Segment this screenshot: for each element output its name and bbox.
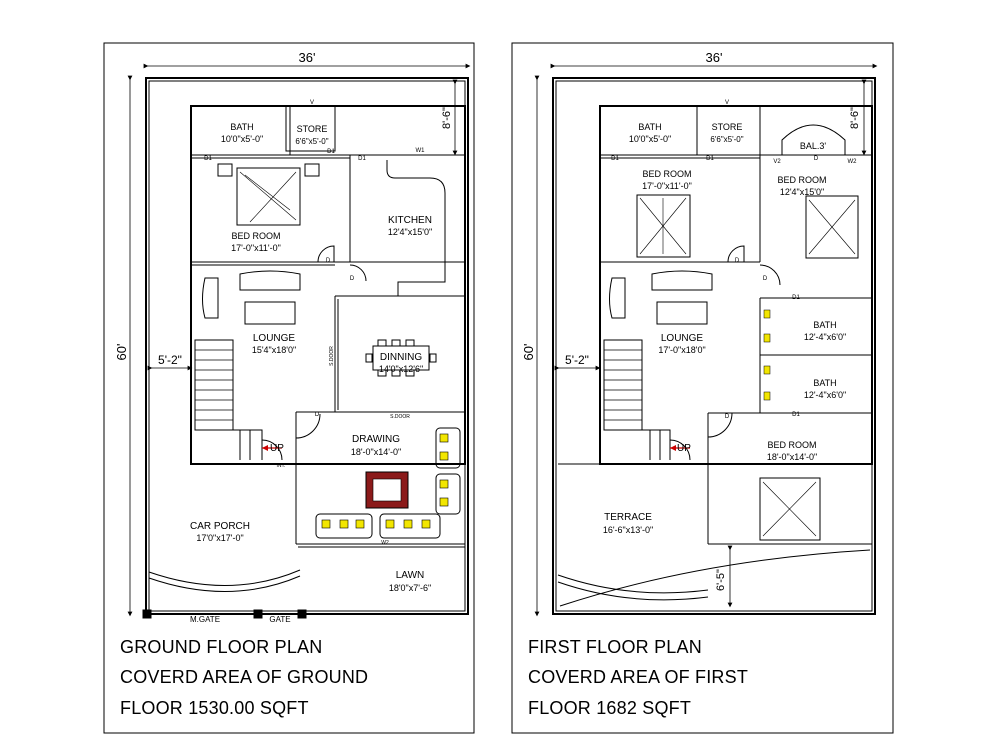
first-tag-d1-bed: D1 xyxy=(611,156,619,162)
ground-store-name: STORE xyxy=(297,124,328,134)
ground-lawn-size: 18'0"x7'-6" xyxy=(389,583,431,593)
first-tag-v: V xyxy=(725,100,729,106)
ground-sheet-frame xyxy=(103,42,475,734)
ground-tag-d-drawing: D xyxy=(315,412,320,418)
first-up-label: UP xyxy=(677,443,691,454)
ground-store-size: 6'6"x5'-0" xyxy=(295,137,328,146)
first-bath-size: 10'0"x5'-0" xyxy=(629,134,671,144)
first-side-setback: 5'-2" xyxy=(565,353,589,367)
ground-tag-d1-store: D1 xyxy=(327,149,335,155)
ground-tag-sdoor-side: S.DOOR xyxy=(329,346,335,366)
first-terrace-size: 16'-6"x13'-0" xyxy=(603,525,653,535)
ground-tag-d1-kitchen: D1 xyxy=(358,156,366,162)
first-store-size: 6'6"x5'-0" xyxy=(710,135,743,144)
first-labels: 36' 60' 8'-6" 5'-2" 6'-5" BATH 10'0"x5'-… xyxy=(521,50,861,591)
ground-bed-name: BED ROOM xyxy=(231,231,280,241)
ground-gate-label: GATE xyxy=(269,615,290,624)
first-rear-setback: 6'-5" xyxy=(715,569,727,591)
ground-dinning-name: DINNING xyxy=(380,352,422,363)
first-lounge-name: LOUNGE xyxy=(661,333,704,344)
ground-bath-size: 10'0"x5'-0" xyxy=(221,134,263,144)
first-bed2-size: 12'4"x15'0" xyxy=(780,187,824,197)
first-store-name: STORE xyxy=(712,122,743,132)
first-tag-v2: V2 xyxy=(773,159,781,165)
ground-lounge-size: 15'4"x18'0" xyxy=(252,345,296,355)
ground-drawing-name: DRAWING xyxy=(352,434,400,445)
first-front-setback: 8'-6" xyxy=(849,107,861,129)
first-tag-d-bed3: D xyxy=(725,414,730,420)
first-bed1-name: BED ROOM xyxy=(642,169,691,179)
ground-front-setback: 8'-6" xyxy=(441,107,453,129)
ground-caption-line3: FLOOR 1530.00 SQFT xyxy=(120,698,309,718)
ground-tag-w1: W1 xyxy=(416,148,426,154)
ground-depth-dim: 60' xyxy=(114,344,129,361)
first-bath2-size: 12'-4"x6'0" xyxy=(804,332,846,342)
first-tag-d-bed2: D xyxy=(763,276,768,282)
ground-carporch-size: 17'0"x17'-0" xyxy=(196,533,243,543)
ground-up-label: UP xyxy=(270,443,284,454)
first-terrace-name: TERRACE xyxy=(604,512,652,523)
ground-bath-name: BATH xyxy=(230,122,253,132)
ground-caption-line2: COVERD AREA OF GROUND xyxy=(120,667,369,687)
first-tag-w2: W2 xyxy=(848,159,858,165)
first-bath-name: BATH xyxy=(638,122,661,132)
first-bed2-name: BED ROOM xyxy=(777,175,826,185)
first-caption-line2: COVERD AREA OF FIRST xyxy=(528,667,749,687)
first-bed1-size: 17'-0"x11'-0" xyxy=(642,181,692,191)
first-tag-d-lounge: D xyxy=(735,258,740,264)
ground-lounge-name: LOUNGE xyxy=(253,333,296,344)
ground-caption-line1: GROUND FLOOR PLAN xyxy=(120,637,323,657)
first-floor-plan xyxy=(511,42,894,734)
first-width-dim: 36' xyxy=(706,50,723,65)
first-sheet-frame xyxy=(511,42,894,734)
first-bath2-name: BATH xyxy=(813,320,836,330)
ground-lawn-name: LAWN xyxy=(396,570,425,581)
ground-bed-size: 17'-0"x11'-0" xyxy=(231,243,281,253)
first-tag-d-balcony: D xyxy=(814,156,819,162)
ground-drawing-size: 18'-0"x14'-0" xyxy=(351,447,401,457)
ground-tag-d1-bed: D1 xyxy=(204,156,212,162)
ground-width-dim: 36' xyxy=(299,50,316,65)
ground-kitchen-size: 12'4"x15'0" xyxy=(388,227,432,237)
ground-mgate-label: M.GATE xyxy=(190,615,220,624)
ground-side-setback: 5'-2" xyxy=(158,353,182,367)
first-bath-fixtures xyxy=(763,309,771,401)
first-depth-dim: 60' xyxy=(521,344,536,361)
ground-tag-sdoor: S.DOOR xyxy=(390,414,410,420)
first-bath3-size: 12'-4"x6'0" xyxy=(804,390,846,400)
ground-tag-v: V xyxy=(310,100,314,106)
ground-labels: 36' 60' 8'-6" 5'-2" BATH 10'0"x5'-0" STO… xyxy=(114,50,453,624)
ground-int-label: INT. xyxy=(277,463,286,469)
ground-dinning-size: 14'0"x12'6" xyxy=(379,364,423,374)
first-tag-d1-store: D1 xyxy=(706,156,714,162)
ground-tag-d-lounge: D xyxy=(326,258,331,264)
first-lounge-size: 17'-0"x18'0" xyxy=(658,345,705,355)
first-bed3-size: 18'-0"x14'-0" xyxy=(767,452,817,462)
first-tag-d1-bath3: D1 xyxy=(792,412,800,418)
ground-kitchen-name: KITCHEN xyxy=(388,215,432,226)
ground-tag-d-kitchen: D xyxy=(350,276,355,282)
first-bed3-name: BED ROOM xyxy=(767,440,816,450)
ground-tag-w2: W2 xyxy=(381,540,389,546)
first-bath3-name: BATH xyxy=(813,378,836,388)
first-caption-line1: FIRST FLOOR PLAN xyxy=(528,637,702,657)
ground-carporch-name: CAR PORCH xyxy=(190,521,250,532)
ground-floor-plan xyxy=(103,42,475,734)
first-balcony: BAL.3' xyxy=(800,141,827,151)
first-tag-d1-bath2: D1 xyxy=(792,295,800,301)
first-caption-line3: FLOOR 1682 SQFT xyxy=(528,698,692,718)
